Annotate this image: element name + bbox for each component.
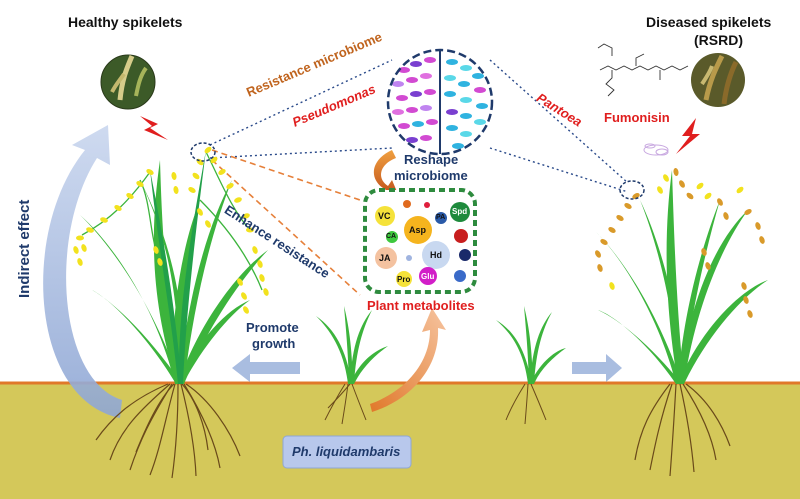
metabolite-spd-label: Spd xyxy=(452,207,468,216)
healthy-rice-plant xyxy=(73,142,269,384)
seedling-right xyxy=(496,306,566,384)
ph-liquidambaris-label: Ph. liquidambaris xyxy=(292,444,401,459)
healthy-spikelets-label: Healthy spikelets xyxy=(68,14,183,30)
metabolite-vc-label: VC xyxy=(378,211,391,221)
diseased-spikelets xyxy=(595,168,765,318)
seedling-roots-right xyxy=(505,383,547,425)
healthy-spikelets xyxy=(73,146,269,314)
healthy-plant-roots xyxy=(95,383,241,479)
metabolite-hd-bubble xyxy=(422,241,450,269)
healthy-microbiome-half xyxy=(392,57,438,143)
promote-growth-label-line1: Promote xyxy=(246,320,299,335)
ph-liquidambaris-box xyxy=(282,435,412,469)
indirect-effect-arrow xyxy=(43,125,122,418)
fumonisin-label: Fumonisin xyxy=(604,110,670,125)
microbiome-link-lines xyxy=(209,59,629,193)
metabolite-link-lines xyxy=(211,149,361,296)
metabolite-asp-bubble xyxy=(404,216,432,244)
seedling-left xyxy=(316,306,388,384)
metabolite-ca-bubble xyxy=(386,231,398,243)
metabolite-glu-label: Glu xyxy=(421,272,435,281)
metabolite-pro-bubble xyxy=(396,271,412,287)
plant-metabolites-label: Plant metabolites xyxy=(367,298,475,313)
healthy-spikelet-photo xyxy=(100,54,156,110)
fumonisin-structure-icon xyxy=(597,43,689,97)
diseased-spikelet-highlight xyxy=(619,180,645,200)
diseased-microbiome-half xyxy=(444,59,488,149)
metabolite-ja-label: JA xyxy=(379,253,391,263)
plant-metabolites-box xyxy=(363,188,477,294)
metabolite-ca-label: CA xyxy=(386,233,397,240)
healthy-spikelet-highlight xyxy=(190,142,216,162)
metabolite-vc-bubble xyxy=(375,206,395,226)
metabolite-spd-bubble xyxy=(450,202,470,222)
diseased-plant-roots xyxy=(634,383,731,477)
promote-growth-arrow xyxy=(232,354,300,382)
metabolite-asp-label: Asp xyxy=(409,225,427,235)
microbiome-circle xyxy=(386,48,494,156)
metabolite-hd-label: Hd xyxy=(430,250,442,260)
diseased-spikelets-label: Diseased spikelets xyxy=(646,14,772,30)
metabolite-glu-bubble xyxy=(419,267,437,285)
seedling-to-metabolite-arrow xyxy=(370,308,446,412)
reshape-microbiome-label-line2: microbiome xyxy=(394,168,468,183)
metabolite-pro-label: Pro xyxy=(397,275,411,284)
diseased-spikelet-photo xyxy=(691,53,745,107)
diseased-rice-plant xyxy=(595,168,768,384)
lightning-icon-left xyxy=(140,116,168,140)
promote-growth-label-line2: growth xyxy=(252,336,296,351)
indirect-effect-label: Indirect effect xyxy=(16,199,33,298)
rsrd-label: (RSRD) xyxy=(694,32,743,48)
metabolite-pa-bubble xyxy=(435,212,447,224)
lightning-icon-right xyxy=(676,118,700,154)
metabolite-ja-bubble xyxy=(375,247,397,269)
metabolite-pa-label: PA xyxy=(436,214,446,221)
seedling-roots-left xyxy=(324,383,367,425)
reshape-arrow xyxy=(373,150,398,196)
fumonisin-mist xyxy=(643,143,669,156)
disease-progression-arrow xyxy=(572,354,622,382)
reshape-microbiome-label-line1: Reshape xyxy=(404,152,459,167)
